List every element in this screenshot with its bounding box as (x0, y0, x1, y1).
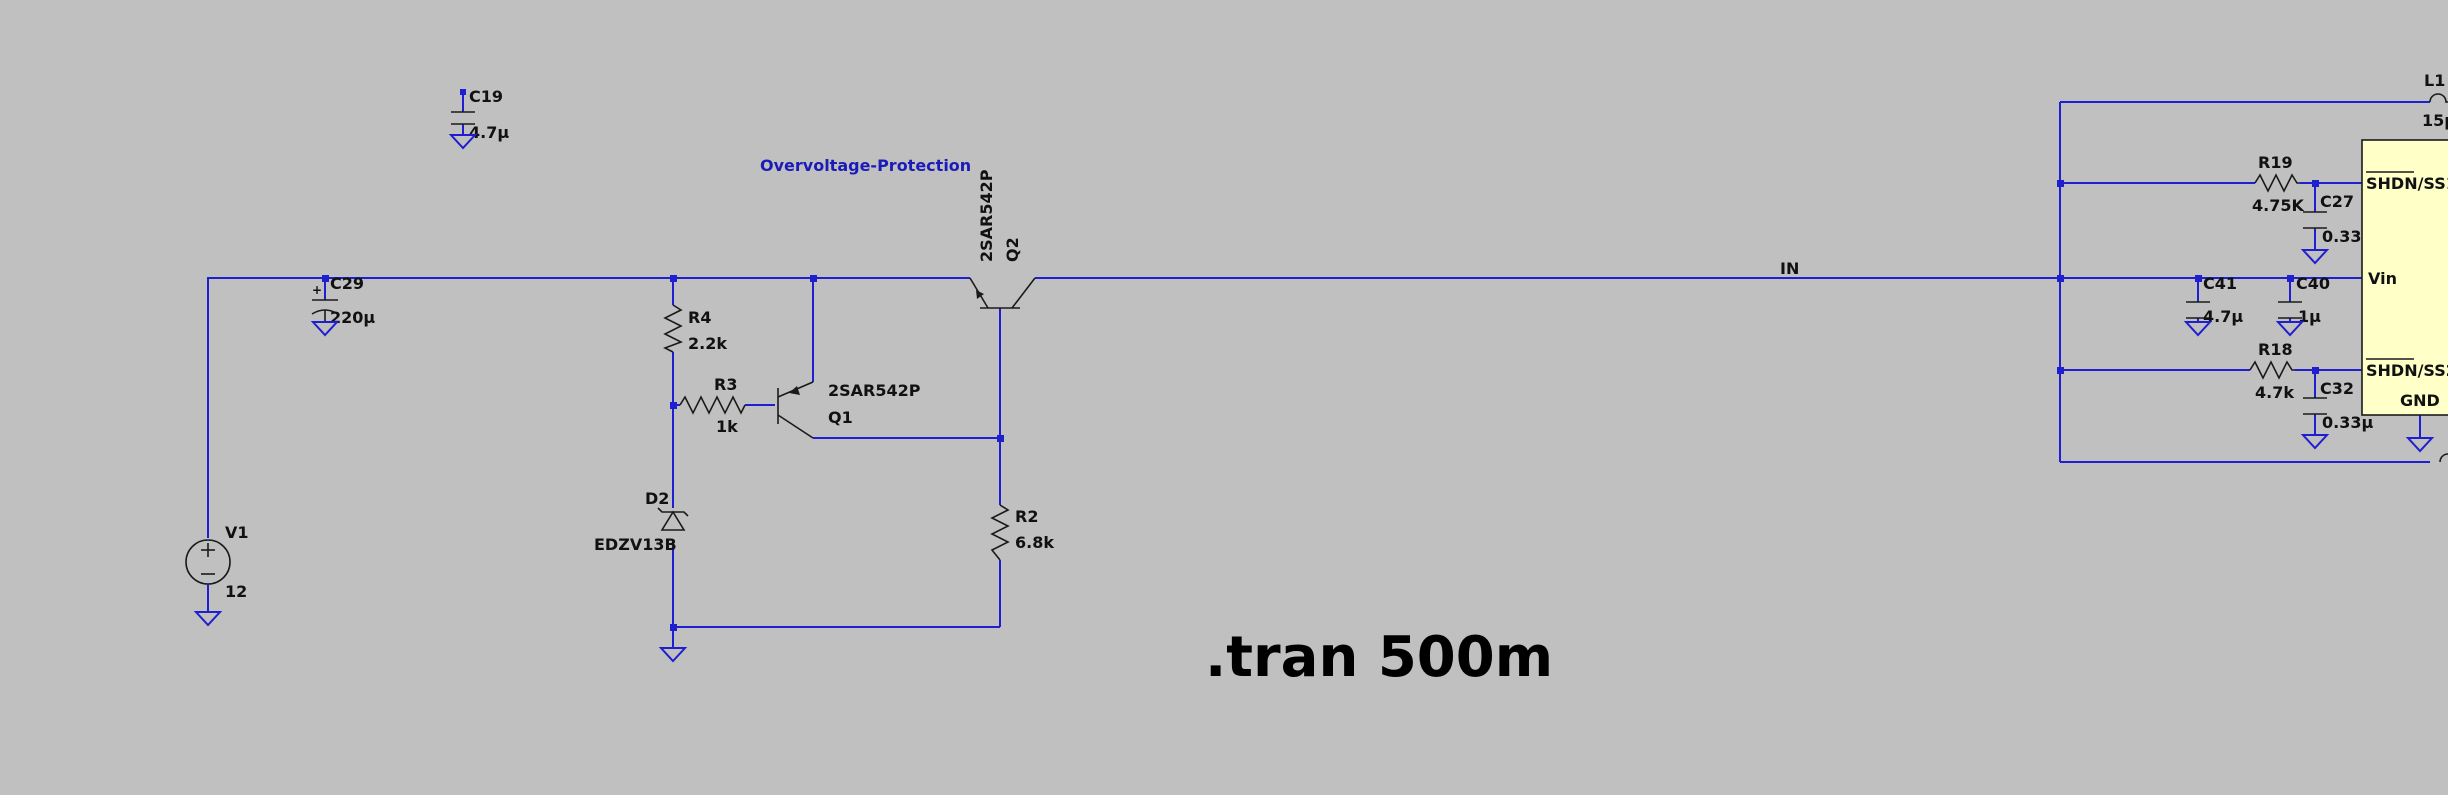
r2-value: 6.8k (1015, 533, 1054, 552)
wire-v1-rail[interactable] (207, 277, 325, 485)
ic-pin-shdn1: SHDN/SS1 (2366, 174, 2448, 193)
r4-name: R4 (688, 308, 711, 327)
resistor-r4[interactable] (663, 304, 683, 353)
junction-c19 (460, 89, 466, 95)
c29-value: 220µ (330, 308, 375, 327)
v1-value: 12 (225, 582, 247, 601)
ground-c27 (2300, 249, 2330, 265)
junction-gnd (670, 624, 677, 631)
ground-c41 (2183, 321, 2213, 337)
resistor-r3[interactable] (679, 395, 746, 415)
c32-name: C32 (2320, 379, 2354, 398)
ground-v1 (193, 611, 223, 627)
ic-pin-vin: Vin (2368, 269, 2397, 288)
capacitor-c29[interactable]: + (311, 283, 339, 322)
d2-value: EDZV13B (594, 535, 677, 554)
junction-r2 (997, 435, 1004, 442)
junction-bus-shdn2 (2057, 367, 2064, 374)
junction-bus-shdn1 (2057, 180, 2064, 187)
svg-text:+: + (312, 283, 322, 297)
ground-d2 (658, 647, 688, 663)
l1-name: L1 (2424, 71, 2445, 90)
overvoltage-protection-comment[interactable]: Overvoltage-Protection (760, 156, 971, 175)
ground-c32 (2300, 434, 2330, 450)
c27-name: C27 (2320, 192, 2354, 211)
junction-c32 (2312, 367, 2319, 374)
transistor-q1[interactable] (777, 381, 814, 439)
capacitor-c40[interactable] (2278, 301, 2302, 319)
ground-c40 (2275, 321, 2305, 337)
q2-value: 2SAR542P (977, 169, 996, 262)
inductor-l1[interactable] (2429, 93, 2448, 103)
capacitor-c19[interactable] (451, 111, 475, 125)
junction-bus-mid (2057, 275, 2064, 282)
regulator-ic[interactable] (2361, 139, 2448, 416)
junction-c41 (2195, 275, 2202, 282)
ic-pin-shdn2: SHDN/SS2 (2366, 361, 2448, 380)
junction-c29 (322, 275, 329, 282)
r18-value: 4.7k (2255, 383, 2294, 402)
net-label-in[interactable]: IN (1780, 259, 1799, 278)
r19-value: 4.75K (2252, 196, 2304, 215)
ground-c19 (448, 134, 478, 150)
r19-name: R19 (2258, 153, 2293, 172)
q2-name: Q2 (1003, 237, 1022, 262)
r18-name: R18 (2258, 340, 2293, 359)
ground-c29 (310, 321, 340, 337)
q1-name: Q1 (828, 408, 853, 427)
c19-name: C19 (469, 87, 503, 106)
r2-name: R2 (1015, 507, 1038, 526)
wires (207, 92, 2430, 648)
q1-value: 2SAR542P (828, 381, 921, 400)
v1-name: V1 (225, 523, 249, 542)
resistor-r19[interactable] (2254, 173, 2300, 193)
r3-name: R3 (714, 375, 737, 394)
capacitor-c41[interactable] (2186, 301, 2210, 319)
r3-value: 1k (716, 417, 738, 436)
r4-value: 2.2k (688, 334, 727, 353)
junction-r3 (670, 402, 677, 409)
l1-value: 15µ (2422, 111, 2448, 130)
zener-d2[interactable] (657, 507, 689, 531)
c27-value: 0.33µ (2322, 227, 2373, 246)
partial-component-edge (2439, 453, 2448, 463)
ground-symbols (193, 134, 2435, 663)
c19-value: 4.7µ (469, 123, 509, 142)
junction-r4 (670, 275, 677, 282)
ic-pin-gnd: GND (2400, 391, 2440, 410)
junction-c27 (2312, 180, 2319, 187)
ground-ic (2405, 437, 2435, 453)
c41-value: 4.7µ (2203, 307, 2243, 326)
junction-q1 (810, 275, 817, 282)
c40-name: C40 (2296, 274, 2330, 293)
resistor-r18[interactable] (2249, 360, 2295, 380)
spice-directive-tran[interactable]: .tran 500m (1205, 625, 1553, 690)
resistor-r2[interactable] (990, 504, 1010, 561)
d2-name: D2 (645, 489, 669, 508)
capacitor-c32[interactable] (2303, 397, 2327, 415)
c32-value: 0.33µ (2322, 413, 2373, 432)
junctions (322, 89, 2319, 631)
voltage-source-v1[interactable] (185, 485, 231, 612)
c29-name: C29 (330, 274, 364, 293)
c41-name: C41 (2203, 274, 2237, 293)
junction-c40 (2287, 275, 2294, 282)
capacitor-c27[interactable] (2303, 211, 2327, 229)
transistor-q2[interactable] (969, 277, 1036, 309)
